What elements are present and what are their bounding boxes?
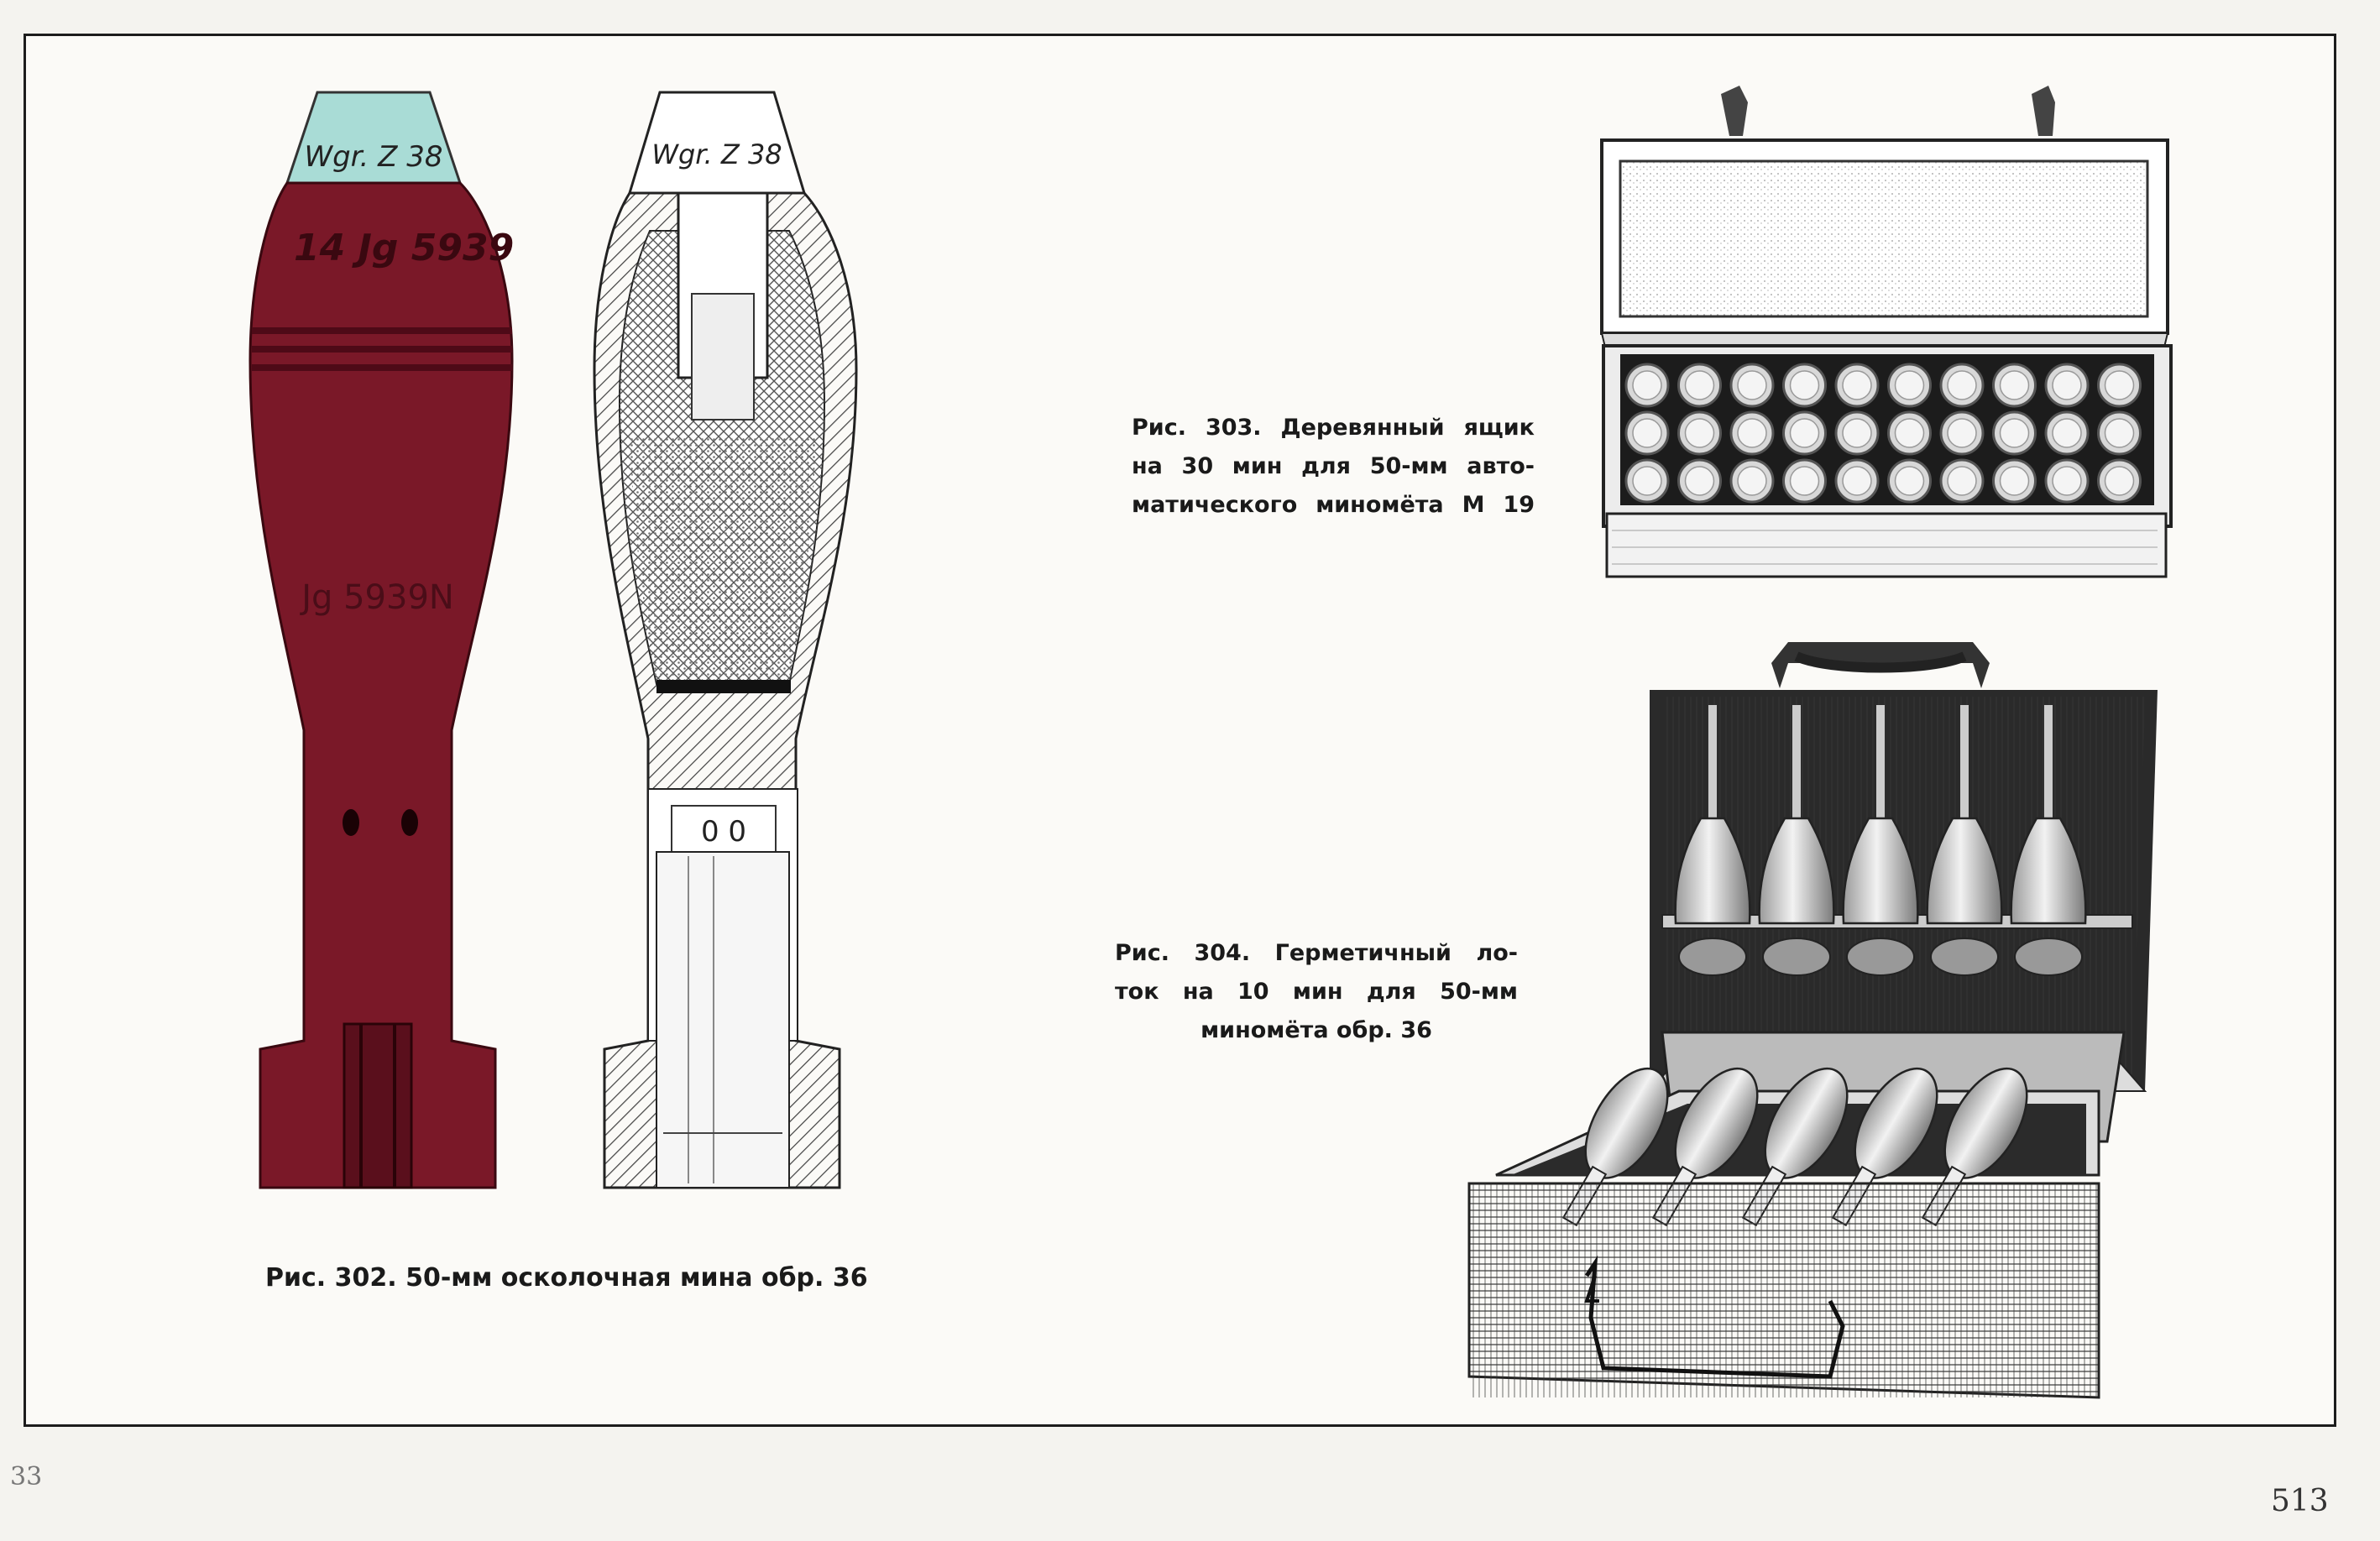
caption-fig-303: Рис. 303. Деревянный ящик на 30 мин для … <box>1132 409 1535 525</box>
mine-slot <box>1782 410 1827 456</box>
mine-slot <box>1677 363 1722 408</box>
mine-slot <box>1624 458 1670 504</box>
mine-slot <box>1992 458 2037 504</box>
caption-fig-304-line-1: Рис. 304. Герметичный ло- <box>1115 940 1518 966</box>
mine-slot <box>2097 458 2142 504</box>
ammo-box-30 <box>1600 86 2173 578</box>
mine-slot <box>2097 410 2142 456</box>
mine-slot <box>1677 458 1722 504</box>
mine-slot <box>2044 410 2090 456</box>
mine-slot <box>2044 458 2090 504</box>
caption-fig-304-line-3: миномёта обр. 36 <box>1200 1017 1432 1043</box>
mine-slot <box>1887 458 1932 504</box>
mortar-bomb-section: Wgr. Z 38 0 0 <box>593 91 858 1189</box>
mine-slot <box>1729 363 1775 408</box>
mine-slot <box>1992 410 2037 456</box>
mine-slot <box>1887 410 1932 456</box>
mine-slot <box>1834 363 1880 408</box>
mine-slot <box>1834 458 1880 504</box>
mine-slot <box>1729 458 1775 504</box>
mine-slot <box>2097 363 2142 408</box>
fuze-label-section: Wgr. Z 38 <box>651 138 782 170</box>
mine-slot <box>1939 363 1985 408</box>
caption-fig-303-line-1: Рис. 303. Деревянный ящик <box>1132 415 1535 441</box>
mine-slot <box>1782 363 1827 408</box>
mine-slot <box>1624 410 1670 456</box>
mine-slot <box>1939 410 1985 456</box>
mine-slot <box>1834 410 1880 456</box>
upper-mines-row <box>1674 705 2087 976</box>
mine-slot <box>1729 410 1775 456</box>
sealed-tray-10 <box>1467 642 2158 1399</box>
mine-slot <box>1782 458 1827 504</box>
mine-slot <box>1624 363 1670 408</box>
mine-slot <box>1887 363 1932 408</box>
caption-fig-303-line-3: матического миномёта M 19 <box>1132 492 1535 518</box>
mine-slot <box>1992 363 2037 408</box>
upper-mine <box>1674 705 1751 976</box>
upper-mine <box>2010 705 2087 976</box>
caption-fig-304-line-2: ток на 10 мин для 50-мм <box>1115 979 1518 1005</box>
upper-mine <box>1926 705 2003 976</box>
upper-mine <box>1842 705 1919 976</box>
mortar-bomb-exterior: Wgr. Z 38 14 Jg 5939 Jg 5939N <box>248 91 514 1189</box>
fuze-label-painted: Wgr. Z 38 <box>304 140 442 174</box>
left-page-number: 33 <box>10 1462 43 1491</box>
right-page-number: 513 <box>2271 1484 2329 1518</box>
svg-text:0 0: 0 0 <box>701 815 746 849</box>
caption-fig-302: Рис. 302. 50-мм осколочная мина обр. 36 <box>265 1263 868 1293</box>
mine-slot <box>1939 458 1985 504</box>
upper-mine <box>1758 705 1835 976</box>
body-marking-top: 14 Jg 5939 <box>294 227 514 269</box>
body-marking-mid: Jg 5939N <box>299 578 454 617</box>
mine-slot <box>1677 410 1722 456</box>
mine-slot <box>2044 363 2090 408</box>
caption-fig-304: Рис. 304. Герметичный ло- ток на 10 мин … <box>1115 934 1518 1050</box>
caption-fig-303-line-2: на 30 мин для 50-мм авто- <box>1132 453 1535 479</box>
mine-slots-grid <box>1624 363 2142 504</box>
